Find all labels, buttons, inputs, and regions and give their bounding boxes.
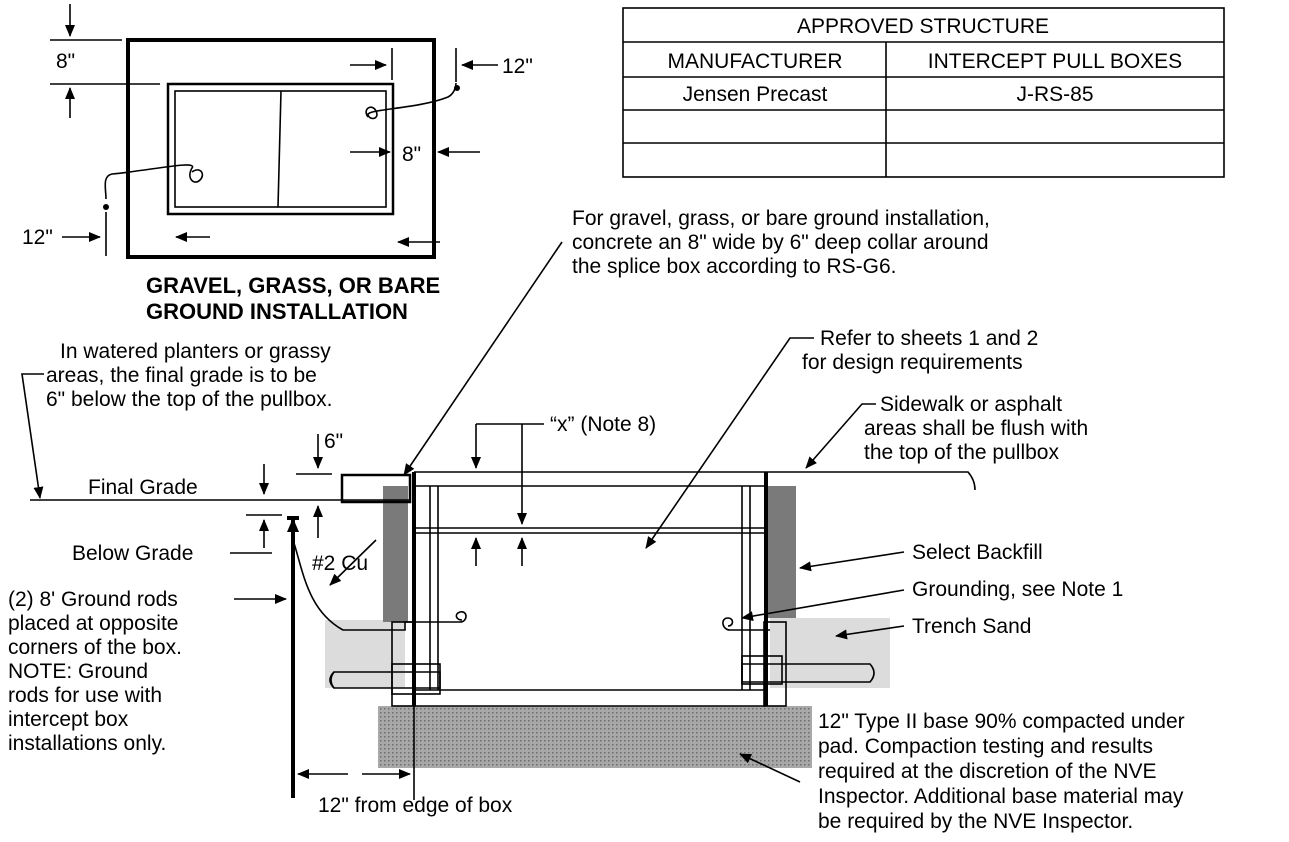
section-annotations: 6" Final Grade Below Grade #2 Cu (2) 8' … — [8, 327, 1185, 833]
collar-note: For gravel, grass, or bare ground instal… — [403, 207, 990, 476]
collar-note-line1: For gravel, grass, or bare ground instal… — [572, 207, 990, 230]
collar-note-line2: concrete an 8" wide by 6" deep collar ar… — [572, 231, 989, 254]
table-cell-model: J-RS-85 — [1016, 83, 1093, 106]
base-note-line2: pad. Compaction testing and results — [818, 735, 1153, 758]
planters-note-line1: In watered planters or grassy — [60, 340, 331, 363]
dim-top-right: 12" — [502, 55, 533, 78]
dim-mid-right: 8" — [402, 143, 421, 166]
sidewalk-note-line2: areas shall be flush with — [864, 417, 1088, 440]
ground-rods-line7: installations only. — [8, 732, 166, 755]
ground-rods-line1: (2) 8' Ground rods — [8, 588, 178, 611]
plan-title-line2: GROUND INSTALLATION — [146, 299, 408, 324]
ground-rods-line2: placed at opposite — [8, 612, 178, 635]
plan-title-line1: GRAVEL, GRASS, OR BARE — [146, 273, 440, 298]
dim-bottom-left: 12" — [22, 226, 53, 249]
box-outer — [166, 82, 395, 216]
cu-label: #2 Cu — [312, 552, 368, 575]
base-note-line3: required at the discretion of the NVE — [818, 760, 1157, 783]
table-cell-manufacturer: Jensen Precast — [683, 83, 828, 106]
sidewalk-note-line1: Sidewalk or asphalt — [880, 393, 1062, 416]
base-note-line5: be required by the NVE Inspector. — [818, 810, 1133, 833]
dim-top-left: 8" — [56, 50, 75, 73]
table-header-manufacturer: MANUFACTURER — [667, 50, 842, 73]
lid-split — [277, 90, 282, 208]
ground-rods-line5: rods for use with — [8, 684, 162, 707]
approved-structure-table: APPROVED STRUCTURE MANUFACTURER INTERCEP… — [622, 7, 1225, 178]
edge-distance-label: 12" from edge of box — [318, 794, 513, 817]
table-header-model: INTERCEPT PULL BOXES — [928, 50, 1182, 73]
dim-six-inch: 6" — [324, 430, 343, 453]
select-backfill-label: Select Backfill — [912, 541, 1043, 564]
select-backfill-left — [383, 486, 408, 622]
planters-note: In watered planters or grassy areas, the… — [21, 340, 332, 499]
type-ii-base — [378, 706, 812, 768]
ground-rods-line6: intercept box — [8, 708, 129, 731]
ground-rods-line3: corners of the box. — [8, 636, 182, 659]
planters-note-line2: areas, the final grade is to be — [46, 364, 317, 387]
x-note: “x” (Note 8) — [550, 413, 656, 436]
plan-view: 8" 12" 8" 12" GRAVEL, GRASS, OR BARE GRO… — [22, 4, 533, 324]
concrete-collar — [340, 473, 412, 504]
grounding-label: Grounding, see Note 1 — [912, 578, 1123, 601]
collar-note-line3: the splice box according to RS-G6. — [572, 255, 897, 278]
trench-sand — [770, 618, 890, 688]
final-grade-label: Final Grade — [88, 476, 198, 499]
planters-note-line3: 6" below the top of the pullbox. — [46, 388, 332, 411]
refer-note-line1: Refer to sheets 1 and 2 — [820, 327, 1038, 350]
refer-note-line2: for design requirements — [802, 351, 1023, 374]
section-view — [30, 471, 976, 798]
ground-rods-line4: NOTE: Ground — [8, 660, 148, 683]
base-note-line4: Inspector. Additional base material may — [818, 785, 1184, 808]
collar-outline — [126, 38, 436, 259]
select-backfill-right — [768, 486, 796, 618]
table-title: APPROVED STRUCTURE — [797, 15, 1049, 38]
base-note-line1: 12" Type II base 90% compacted under — [818, 710, 1185, 733]
below-grade-label: Below Grade — [72, 542, 193, 565]
sidewalk-line — [414, 471, 976, 491]
sidewalk-note-line3: the top of the pullbox — [864, 441, 1059, 464]
trench-sand-label: Trench Sand — [912, 615, 1031, 638]
